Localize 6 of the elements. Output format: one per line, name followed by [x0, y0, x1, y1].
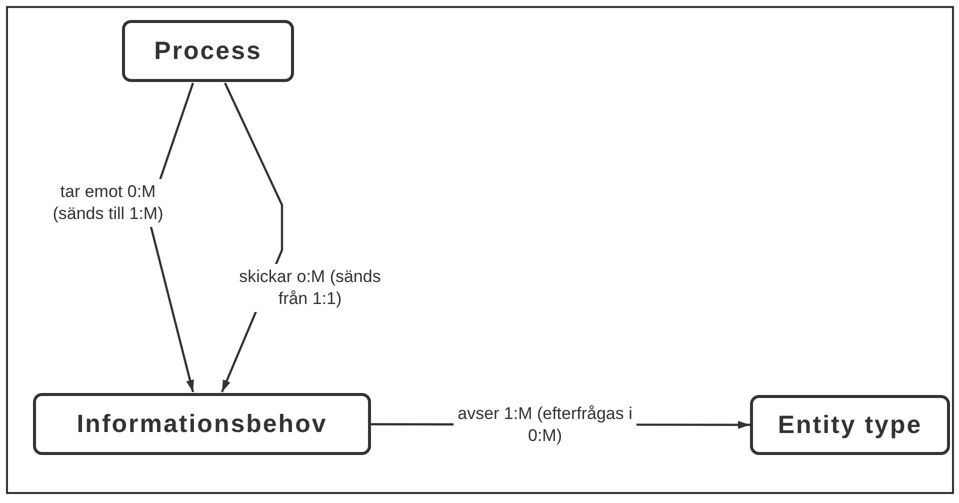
entity-name: Entity type	[778, 410, 922, 440]
entity-box	[750, 395, 950, 455]
entity-name: Informationsbehov	[76, 410, 328, 438]
entity-box	[122, 20, 294, 82]
entity-box	[33, 393, 371, 455]
entity-name: Process	[154, 36, 262, 66]
